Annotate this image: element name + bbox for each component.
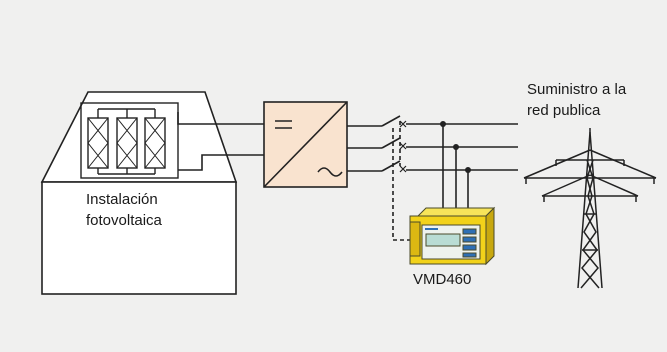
grid-label-line1: Suministro a la [527, 81, 627, 98]
device-label: VMD460 [413, 271, 471, 288]
house-body [41, 181, 237, 295]
solar-panel-frame [80, 102, 179, 179]
grid-label-line2: red publica [527, 102, 601, 119]
grid-lines [406, 123, 518, 214]
installation-label-line2: fotovoltaica [86, 212, 163, 229]
ac-lines [347, 125, 382, 172]
transmission-tower-icon [523, 128, 657, 289]
monitoring-device-icon [409, 206, 496, 266]
solar-panel-3 [144, 117, 166, 169]
house-roof [40, 91, 238, 183]
solar-panel-icon [80, 102, 179, 179]
installation-label-line1: Instalación [86, 191, 158, 208]
solar-panel-2 [116, 117, 138, 169]
junction-dots [440, 121, 471, 173]
inverter-icon [263, 101, 348, 188]
dc-lines [177, 112, 264, 171]
switch-icon [381, 115, 407, 173]
solar-panel-1 [87, 117, 109, 169]
